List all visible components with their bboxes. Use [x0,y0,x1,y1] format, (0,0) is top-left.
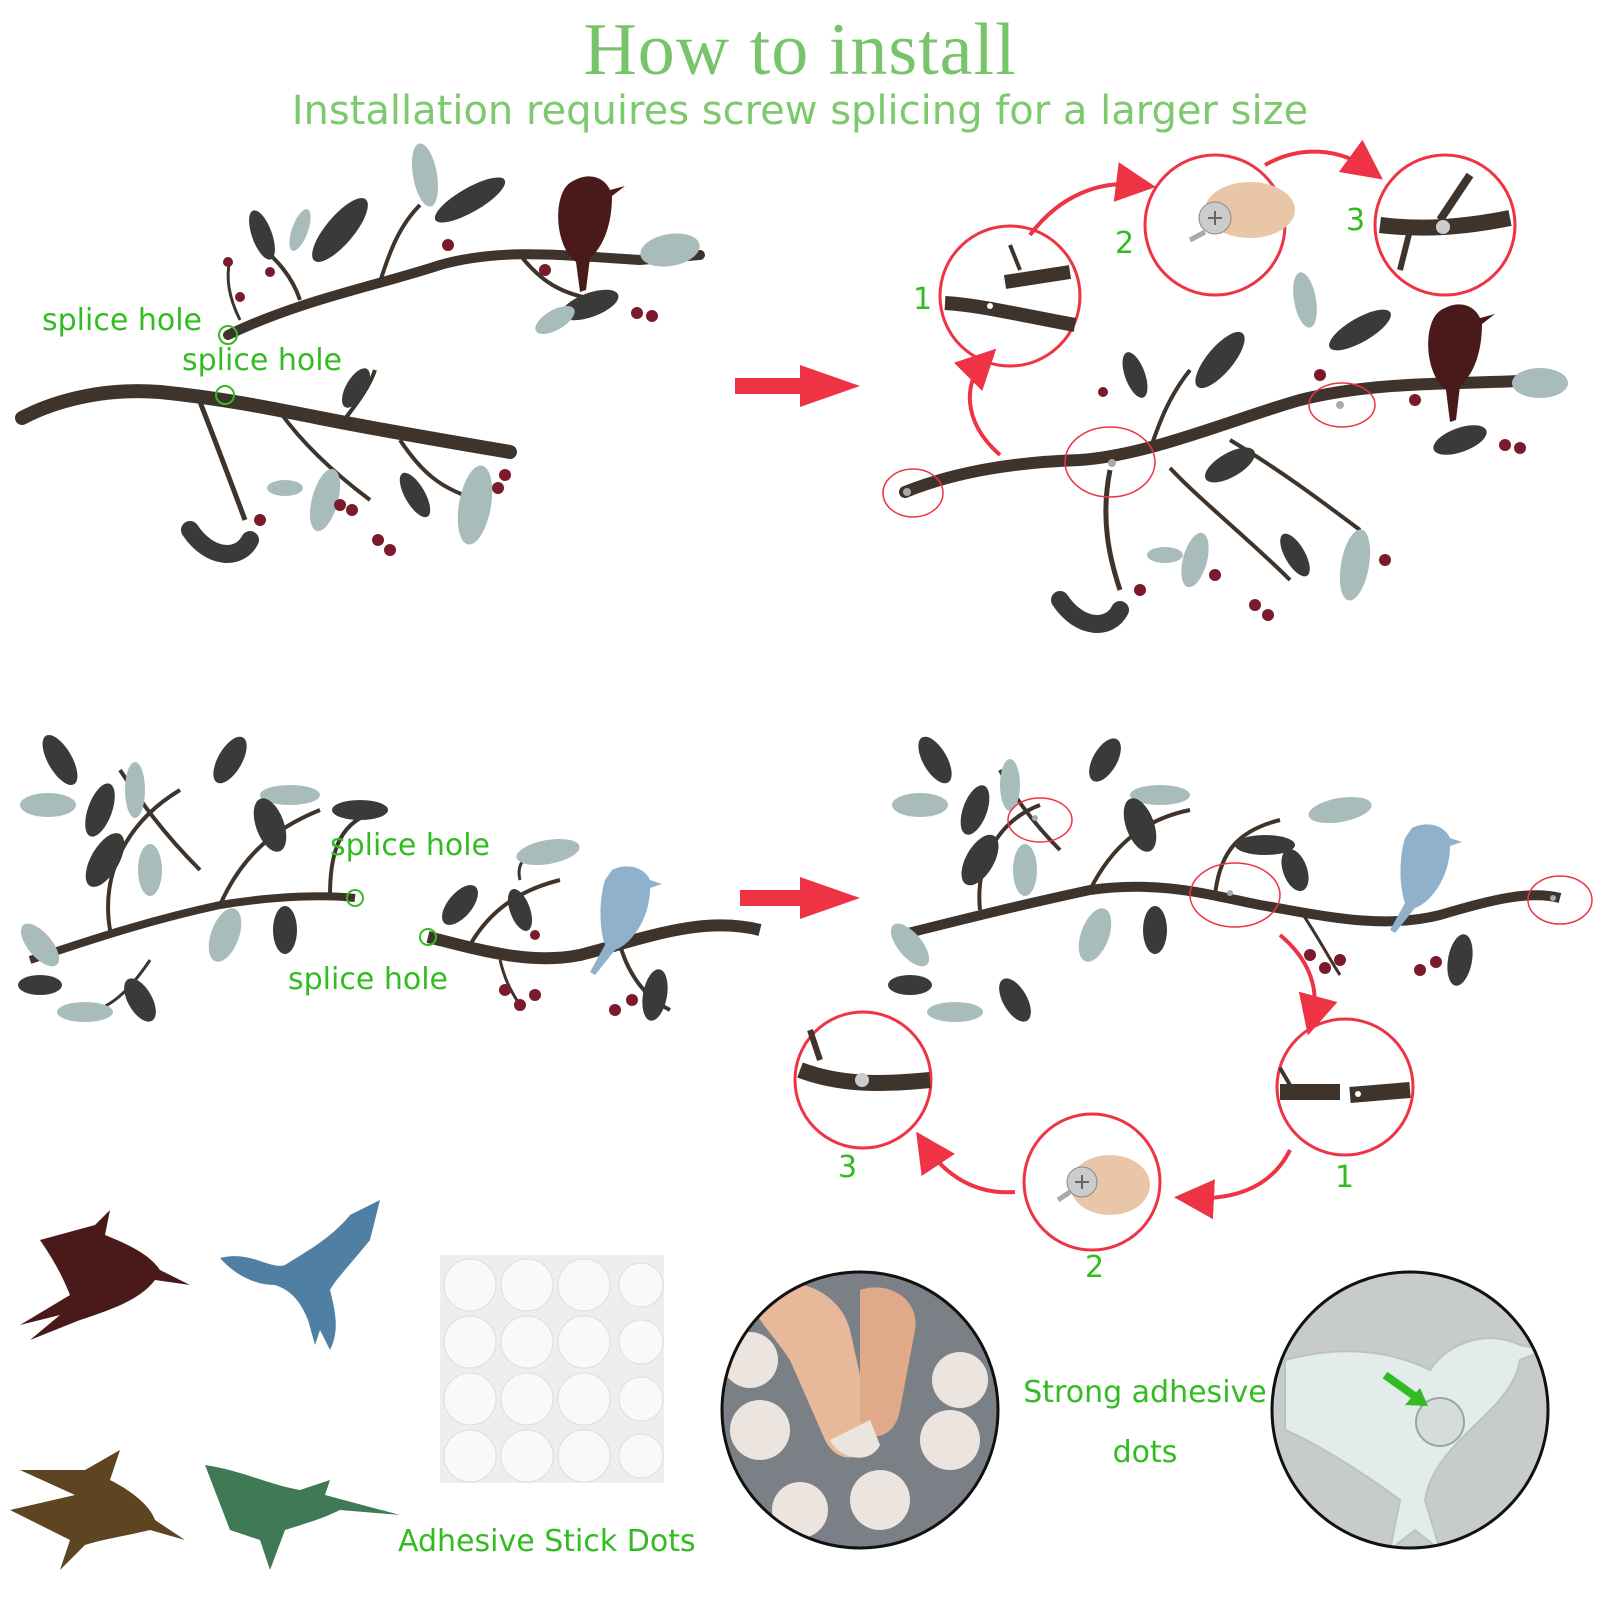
bottom-arrow-right [740,877,860,919]
bottom-assembled-branch [888,736,1562,1022]
splice-hole-label-top-2: splice hole [182,343,342,378]
top-step-1-number: 1 [913,282,933,317]
splice-hole-marker [215,385,235,405]
bottom-step-1-detail [1275,1017,1415,1157]
bottom-step-3-number: 3 [838,1150,858,1185]
splice-hole-marker [346,889,364,907]
splice-hole-label-bottom-2: splice hole [288,962,448,997]
page-subtitle: Installation requires screw splicing for… [291,88,1309,134]
splice-hole-marker [419,928,437,946]
splice-hole-label-bottom-1: splice hole [330,828,490,863]
bottom-step-2-number: 2 [1085,1250,1105,1285]
bottom-step-3-detail [793,1010,933,1150]
page-title: How to install [583,9,1017,91]
bird-blue [220,1200,380,1350]
adhesive-caption: Adhesive Stick Dots [398,1524,696,1559]
top-upper-branch-piece [223,143,705,340]
bottom-left-branch-piece [18,735,388,1022]
splice-hole-marker [218,325,238,345]
top-assembled-branch [899,272,1568,633]
hummingbird-dark-red [20,1210,190,1340]
top-step-3-detail [1373,153,1517,297]
top-lower-branch-piece [15,368,517,563]
bottom-right-branch-piece [426,838,762,1021]
adhesive-dots-grid [443,1258,664,1483]
strong-adhesive-line1: Strong adhesive [1023,1375,1267,1410]
strong-adhesive-line2: dots [1112,1435,1178,1470]
hummingbird-brown [10,1450,185,1570]
splice-hole-label-top-1: splice hole [42,303,202,338]
peeling-dots-photo [720,1270,1000,1550]
top-step-2-detail [1143,153,1295,297]
top-step-2-number: 2 [1115,226,1135,261]
hummingbird-green [205,1465,400,1570]
bottom-step-2-detail [1022,1112,1162,1252]
top-step-1-detail [938,224,1082,368]
top-step-3-number: 3 [1346,203,1366,238]
bottom-step-1-number: 1 [1335,1160,1355,1195]
top-arrow-right [735,365,860,407]
bird-with-dot-photo [1270,1270,1550,1550]
